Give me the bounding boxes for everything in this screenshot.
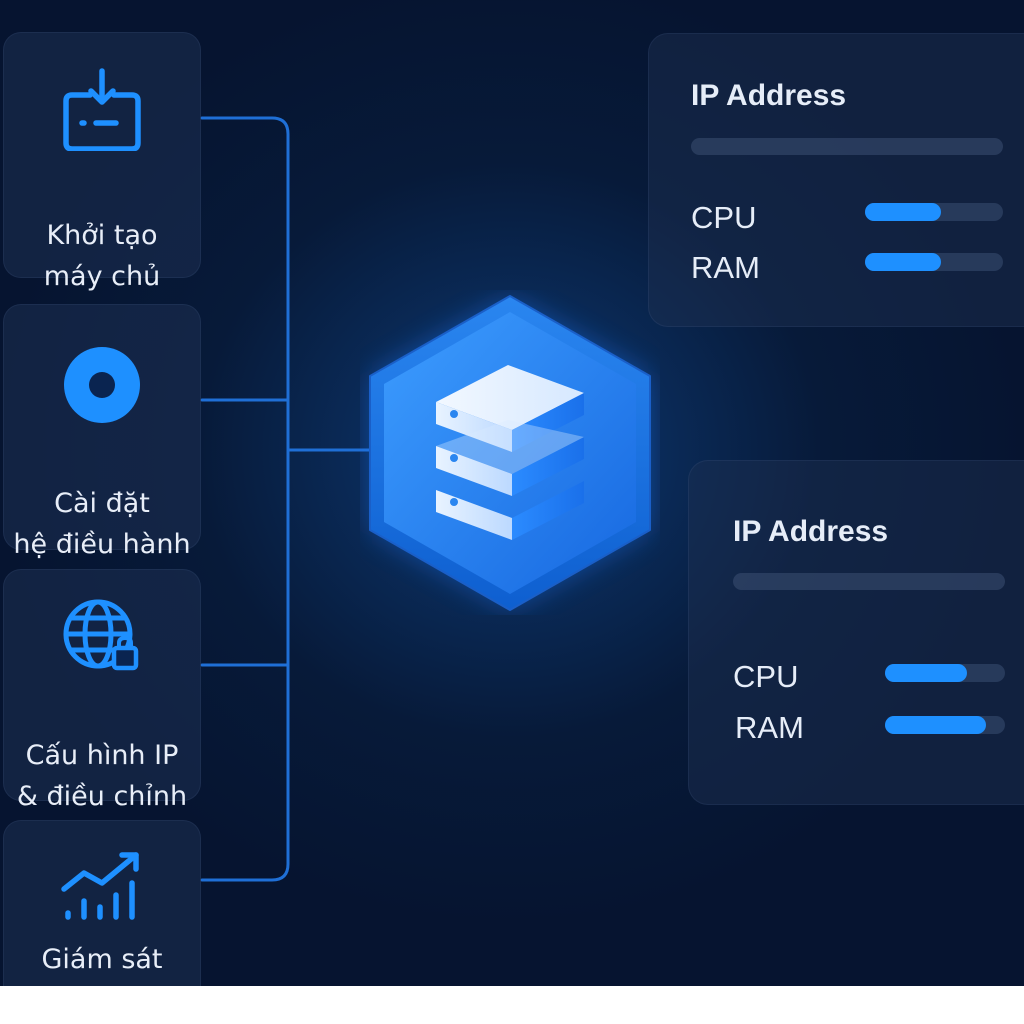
step-card-configure-ip[interactable]: Cấu hình IP & điều chỉnh [3, 569, 201, 812]
metric-label-cpu: CPU [733, 659, 799, 694]
cpu-usage-fill [865, 203, 941, 221]
server-stack-icon [369, 295, 651, 611]
download-tray-icon [60, 67, 144, 152]
server-slab [436, 420, 584, 496]
ram-usage-bar [865, 253, 1003, 271]
ram-usage-bar [885, 716, 1005, 734]
step-label-install-os: Cài đặt hệ điều hành [4, 483, 200, 565]
ram-usage-fill [885, 716, 986, 734]
metric-label-ram: RAM [735, 710, 804, 745]
step-label-line: Cấu hình IP [25, 740, 179, 771]
step-card-monitor[interactable]: Giám sát [3, 820, 201, 986]
metric-label-ram: RAM [691, 250, 760, 285]
step-label-monitor: Giám sát [4, 939, 200, 980]
server-hub [360, 290, 660, 615]
cpu-usage-bar [885, 664, 1005, 682]
step-label-line: Khởi tạo [46, 220, 158, 251]
disc-icon [62, 345, 142, 425]
globe-lock-icon [62, 596, 142, 676]
stat-card-title: IP Address [691, 79, 847, 112]
step-label-configure-ip: Cấu hình IP & điều chỉnh [4, 735, 200, 817]
stat-card-2: IP Address CPU RAM [688, 460, 1024, 805]
growth-chart-icon [60, 849, 144, 925]
step-label-line: Cài đặt [54, 488, 150, 519]
server-slab [436, 365, 584, 452]
step-label-provision: Khởi tạo máy chủ [4, 215, 200, 297]
ip-address-placeholder [733, 573, 1005, 590]
step-card-install-os[interactable]: Cài đặt hệ điều hành [3, 304, 201, 560]
connector-step-4 [200, 448, 290, 882]
diagram-canvas: Khởi tạo máy chủ Cài đặt hệ điều hành [0, 0, 1024, 986]
step-label-line: hệ điều hành [13, 529, 191, 560]
connector-step-1 [200, 116, 290, 452]
step-label-line: máy chủ [43, 261, 161, 292]
server-slab [436, 481, 584, 540]
step-label-line: Giám sát [41, 944, 163, 975]
cpu-usage-bar [865, 203, 1003, 221]
stat-card-1: IP Address CPU RAM [648, 33, 1024, 327]
cpu-usage-fill [885, 664, 967, 682]
ram-usage-fill [865, 253, 941, 271]
connector-lines [200, 116, 374, 882]
metric-label-cpu: CPU [691, 200, 757, 235]
ip-address-placeholder [691, 138, 1003, 155]
step-card-provision[interactable]: Khởi tạo máy chủ [3, 32, 201, 292]
stat-card-title: IP Address [733, 515, 889, 548]
step-label-line: & điều chỉnh [16, 781, 188, 812]
